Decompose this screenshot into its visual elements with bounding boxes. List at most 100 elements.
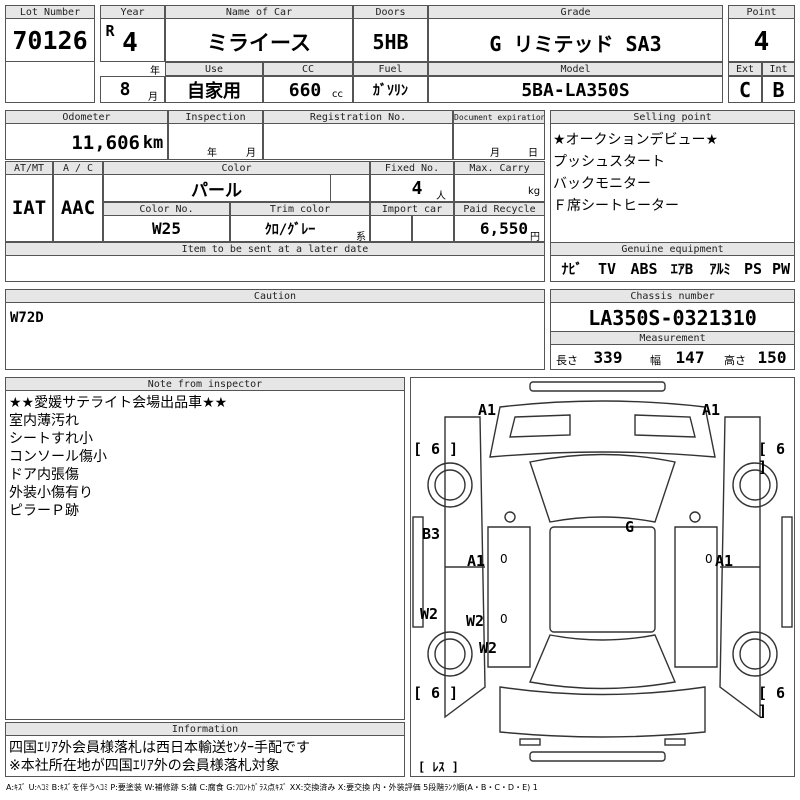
document-month-unit: 月 <box>490 148 500 159</box>
inspection-month-unit: 月 <box>246 148 256 159</box>
year-value: 4 <box>122 28 138 58</box>
point-value: 4 <box>753 27 770 57</box>
genuine-equipment-header: Genuine equipment <box>550 242 795 256</box>
damage-a1-mid-left: A1 <box>467 552 486 570</box>
equip-pw: PW <box>771 260 791 278</box>
month-box <box>100 76 165 103</box>
max-carry-box <box>454 174 545 202</box>
lot-number-blank <box>5 61 95 103</box>
lot-number-value: 70126 <box>12 25 88 55</box>
cc-unit: cc <box>332 89 343 100</box>
equip-alumi: ｱﾙﾐ <box>709 262 731 278</box>
ext-header: Ext <box>728 62 762 76</box>
equip-abs: ABS <box>630 260 658 278</box>
trim-color-box <box>230 215 370 242</box>
import-car-box <box>370 215 412 242</box>
selling-point-box <box>550 123 795 243</box>
paid-recycle-box <box>454 215 545 242</box>
tyre-front-right: [ 6 ] <box>758 440 786 476</box>
paid-recycle-value: 6,550 <box>479 219 528 238</box>
damage-a1-mid-right: A1 <box>715 552 734 570</box>
color-no-value: W25 <box>152 219 181 238</box>
damage-g-roof: G <box>625 518 635 536</box>
fixed-no-header: Fixed No. <box>370 161 454 175</box>
ext-value: C <box>738 78 752 102</box>
name-of-car-header: Name of Car <box>165 5 353 19</box>
fixed-no-value: 4 <box>411 177 423 199</box>
trim-color-header: Trim color <box>230 202 370 216</box>
spare-tyre-status: [ ﾚｽ ] <box>418 760 459 774</box>
document-box <box>453 123 545 160</box>
mark-zero-left-2: 0 <box>500 612 508 626</box>
note-box <box>5 390 405 720</box>
car-diagram-box <box>410 377 795 777</box>
measurement-box <box>550 344 795 370</box>
year-era: R <box>105 22 115 40</box>
lot-number-box <box>5 18 95 62</box>
ac-header: A / C <box>53 161 103 175</box>
genuine-equipment-box <box>550 255 795 282</box>
mark-zero-right-1: 0 <box>705 552 713 566</box>
mark-zero-left-1: 0 <box>500 552 508 566</box>
measurement-header: Measurement <box>550 331 795 345</box>
odometer-value: 11,606 <box>71 132 140 154</box>
selling-point-1: ★オークションデビュー★ <box>553 132 719 148</box>
damage-w2-mid-left: W2 <box>466 612 485 630</box>
doors-header: Doors <box>353 5 428 19</box>
document-day-unit: 日 <box>528 148 538 159</box>
month-unit: 月 <box>148 92 158 103</box>
information-line-1: 四国ｴﾘｱ外会員様落札は西日本輸送ｾﾝﾀｰ手配です <box>9 740 310 756</box>
paid-recycle-unit: 円 <box>530 232 540 243</box>
name-of-car-box <box>165 18 353 62</box>
note-line-5: ドア内張傷 <box>9 467 79 483</box>
cc-box <box>263 76 353 103</box>
max-carry-header: Max. Carry <box>454 161 545 175</box>
ext-box <box>728 76 762 103</box>
tyre-rear-left: [ 6 ] <box>413 684 459 702</box>
model-value: 5BA-LA350S <box>521 79 630 101</box>
note-line-7: ピラーＰ跡 <box>9 503 79 519</box>
fuel-header: Fuel <box>353 62 428 76</box>
color-no-box <box>103 215 230 242</box>
cc-header: CC <box>263 62 353 76</box>
use-box <box>165 76 263 103</box>
model-box <box>428 76 723 103</box>
color-header: Color <box>103 161 370 175</box>
chassis-number-box <box>550 302 795 332</box>
use-header: Use <box>165 62 263 76</box>
paid-recycle-header: Paid Recycle <box>454 202 545 216</box>
year-box <box>100 18 165 62</box>
color-box <box>103 174 370 202</box>
int-box <box>762 76 795 103</box>
damage-a1-front-left: A1 <box>478 401 497 419</box>
month-value: 8 <box>119 78 131 100</box>
ac-box <box>53 174 103 242</box>
note-line-2: 室内薄汚れ <box>9 413 79 429</box>
inspection-box <box>168 123 263 160</box>
caution-box <box>5 302 545 370</box>
point-header: Point <box>728 5 795 19</box>
selling-point-3: バックモニター <box>553 176 651 192</box>
grade-box <box>428 18 723 62</box>
fixed-no-box <box>370 174 454 202</box>
tyre-rear-right: [ 6 ] <box>758 684 786 720</box>
car-diagram <box>412 381 793 762</box>
document-header: Document expiration <box>453 110 545 124</box>
grade-value: G リミテッド SA3 <box>489 31 662 56</box>
inspection-year-unit: 年 <box>207 148 217 159</box>
information-line-2: ※本社所在地が四国ｴﾘｱ外の会員様落札対象 <box>9 758 280 774</box>
use-value: 自家用 <box>187 81 241 102</box>
cc-value: 660 <box>288 79 322 101</box>
damage-b3-left: B3 <box>422 525 441 543</box>
chassis-number-header: Chassis number <box>550 289 795 303</box>
point-box <box>728 18 795 62</box>
note-header: Note from inspector <box>5 377 405 391</box>
length-label: 長さ <box>556 354 578 367</box>
tyre-front-left: [ 6 ] <box>413 440 459 458</box>
odometer-unit: km <box>142 133 164 153</box>
registration-box <box>263 123 453 160</box>
color-value: パール <box>191 180 242 201</box>
damage-a1-front-right: A1 <box>702 401 721 419</box>
max-carry-unit: kg <box>528 186 541 197</box>
note-line-1: ★★愛媛サテライト会場出品車★★ <box>9 395 228 411</box>
